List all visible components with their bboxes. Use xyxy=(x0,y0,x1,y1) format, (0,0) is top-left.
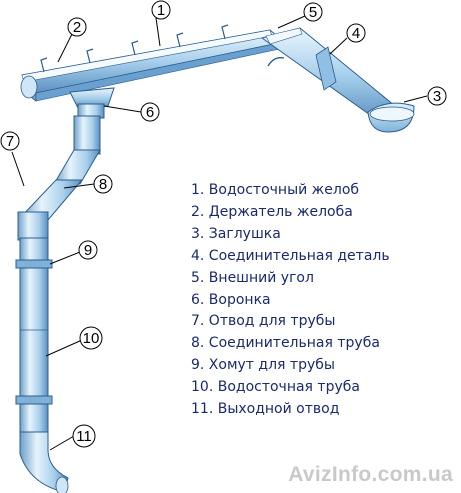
leader-11 xyxy=(49,435,75,451)
pipe-elbow-assembly xyxy=(17,115,101,241)
leader-3 xyxy=(403,95,428,103)
callout-circle-6 xyxy=(140,102,160,122)
callout-circle-7 xyxy=(0,131,20,151)
outlet-elbow xyxy=(19,431,69,493)
leader-2 xyxy=(57,33,73,63)
outer-corner-hook xyxy=(267,56,285,67)
callout-7: 7 xyxy=(6,133,14,150)
callout-circle-11 xyxy=(72,424,96,448)
legend-item: 6. Воронка xyxy=(191,291,271,308)
leader-6 xyxy=(103,105,142,113)
funnel xyxy=(69,87,115,119)
callout-numbers: 1 2 3 4 5 6 7 8 9 10 11 xyxy=(6,2,441,445)
gutter-holders xyxy=(40,24,229,73)
watermark: AvizInfo.com.ua xyxy=(288,463,453,486)
callout-circle-8 xyxy=(93,174,113,194)
callout-circle-1 xyxy=(151,0,171,20)
callout-9: 9 xyxy=(84,242,92,259)
gutter-main xyxy=(20,29,286,102)
leader-8 xyxy=(63,183,95,189)
leader-7 xyxy=(11,151,25,187)
callout-3: 3 xyxy=(433,88,441,105)
callout-5: 5 xyxy=(309,4,317,21)
legend-item: 2. Держатель желоба xyxy=(191,203,353,220)
callout-circle-5 xyxy=(303,2,323,22)
legend-item: 4. Соединительная деталь xyxy=(191,247,390,264)
leader-5 xyxy=(277,15,306,29)
callout-circle-2 xyxy=(67,17,87,37)
legend-item: 7. Отвод для трубы xyxy=(191,313,336,330)
callout-11: 11 xyxy=(76,428,92,445)
legend-item: 11. Выходной отвод xyxy=(191,401,340,418)
callout-4: 4 xyxy=(352,25,360,42)
legend-item: 10. Водосточная труба xyxy=(191,379,360,396)
callout-markers xyxy=(0,0,447,448)
callout-2: 2 xyxy=(73,19,81,36)
leader-10 xyxy=(45,339,83,357)
callout-8: 8 xyxy=(99,176,107,193)
end-cap xyxy=(367,102,415,133)
callout-6: 6 xyxy=(146,104,154,121)
leader-1 xyxy=(155,17,161,47)
legend-item: 5. Внешний угол xyxy=(191,269,314,286)
leader-4 xyxy=(329,37,348,55)
legend-item: 8. Соединительная труба xyxy=(191,335,380,352)
callout-1: 1 xyxy=(157,2,165,19)
callout-circle-10 xyxy=(79,326,103,350)
callout-circle-3 xyxy=(427,86,447,106)
callout-circle-9 xyxy=(78,240,98,260)
parts-legend: 1. Водосточный желоб 2. Держатель желоба… xyxy=(191,180,390,421)
callout-10: 10 xyxy=(83,330,100,347)
callout-leaders xyxy=(11,15,428,451)
connector-piece xyxy=(315,46,337,91)
legend-item: 3. Заглушка xyxy=(191,225,281,242)
legend-item: 9. Хомут для трубы xyxy=(191,357,335,374)
legend-item: 1. Водосточный желоб xyxy=(191,182,360,198)
pipe-clamps xyxy=(15,259,53,405)
callout-circle-4 xyxy=(346,23,366,43)
leader-9 xyxy=(49,251,81,265)
